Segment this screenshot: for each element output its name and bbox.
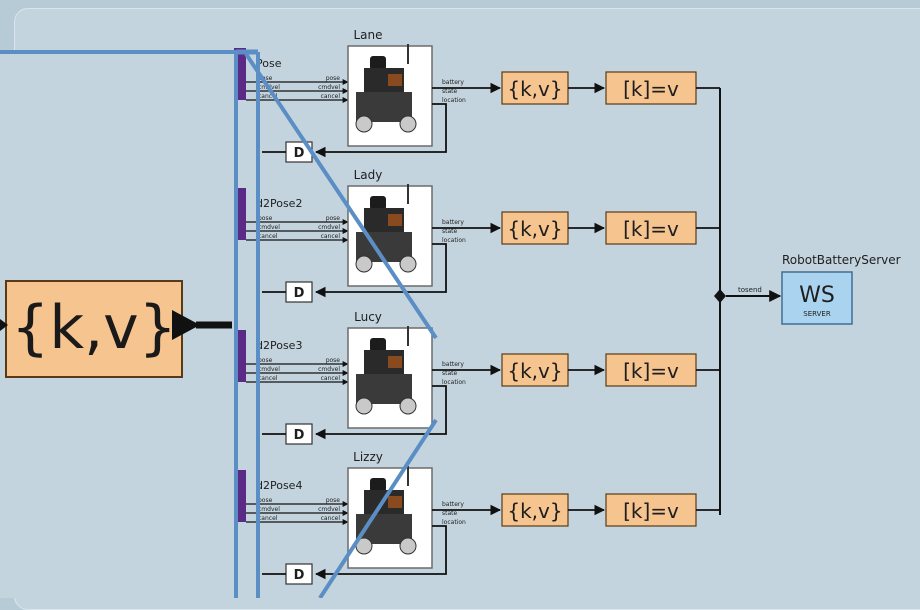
- pose-output-label: pose: [326, 75, 341, 82]
- robot-board: [388, 496, 402, 508]
- kv-label: {k,v}: [507, 77, 562, 101]
- pose-block-label: d2Pose3: [256, 339, 302, 352]
- junction-diamond: [714, 289, 726, 303]
- robot-row-lucy: d2Pose3 pose pose cmdvel cmdvel cancel cancel L…: [234, 310, 720, 444]
- output-port-label: location: [442, 97, 466, 104]
- kv-label: {k,v}: [507, 359, 562, 383]
- output-port-label: state: [442, 370, 458, 377]
- zoom-kv-label: {k,v}: [11, 293, 177, 363]
- input-port-label: cancel: [258, 375, 278, 382]
- output-port-label: state: [442, 88, 458, 95]
- pose-output-label: cancel: [321, 375, 341, 382]
- input-port-label: cancel: [258, 233, 278, 240]
- robot-row-lady: d2Pose2 pose pose cmdvel cmdvel cancel cancel L…: [234, 168, 720, 302]
- delay-label: D: [294, 286, 305, 301]
- server-main-label: WS: [799, 283, 835, 308]
- robot-wheel: [356, 398, 372, 414]
- robot-name-label: Lane: [353, 28, 382, 42]
- assign-label: [k]=v: [623, 499, 679, 523]
- pose-output-label: cmdvel: [318, 224, 340, 231]
- server-port-label: tosend: [738, 286, 762, 294]
- output-port-label: location: [442, 237, 466, 244]
- kv-label: {k,v}: [507, 217, 562, 241]
- assign-label: [k]=v: [623, 359, 679, 383]
- pose-output-label: cmdvel: [318, 84, 340, 91]
- assign-label: [k]=v: [623, 77, 679, 101]
- robot-battery-server-block[interactable]: RobotBatteryServer WS SERVER: [782, 253, 901, 324]
- pose-output-label: cancel: [321, 515, 341, 522]
- robot-name-label: Lucy: [354, 310, 382, 324]
- pose-output-label: cmdvel: [318, 506, 340, 513]
- output-bus: tosend: [714, 88, 780, 515]
- output-port-label: battery: [442, 501, 464, 508]
- input-port-label: pose: [258, 357, 273, 364]
- output-port-label: location: [442, 379, 466, 386]
- kv-label: {k,v}: [507, 499, 562, 523]
- input-port-label: cmdvel: [258, 224, 280, 231]
- delay-label: D: [294, 146, 305, 161]
- server-title: RobotBatteryServer: [782, 253, 901, 267]
- pose-output-label: cancel: [321, 233, 341, 240]
- robot-row-lizzy: d2Pose4 pose pose cmdvel cmdvel cancel cancel L…: [234, 450, 720, 584]
- input-port-label: cmdvel: [258, 366, 280, 373]
- output-port-label: state: [442, 228, 458, 235]
- assign-label: [k]=v: [623, 217, 679, 241]
- robot-name-label: Lady: [354, 168, 383, 182]
- pose-block-label: d2Pose4: [256, 479, 302, 492]
- server-sub-label: SERVER: [803, 310, 831, 318]
- delay-label: D: [294, 428, 305, 443]
- robot-wheel: [400, 116, 416, 132]
- input-port-label: cmdvel: [258, 506, 280, 513]
- robot-wheel: [400, 538, 416, 554]
- robot-wheel: [356, 116, 372, 132]
- pose-output-label: cancel: [321, 93, 341, 100]
- output-port-label: battery: [442, 219, 464, 226]
- robot-wheel: [356, 256, 372, 272]
- pose-output-label: pose: [326, 215, 341, 222]
- robot-board: [388, 356, 402, 368]
- output-port-label: state: [442, 510, 458, 517]
- robot-board: [388, 214, 402, 226]
- pose-block-label: d2Pose2: [256, 197, 302, 210]
- robot-sensor-head: [370, 338, 386, 352]
- output-port-label: location: [442, 519, 466, 526]
- pose-output-label: pose: [326, 497, 341, 504]
- robot-name-label: Lizzy: [353, 450, 383, 464]
- input-port-label: pose: [258, 497, 273, 504]
- pose-output-label: cmdvel: [318, 366, 340, 373]
- robot-sensor-head: [370, 196, 386, 210]
- delay-label: D: [294, 568, 305, 583]
- input-port-label: pose: [258, 215, 273, 222]
- robot-wheel: [400, 398, 416, 414]
- robot-sensor-head: [370, 56, 386, 70]
- robot-wheel: [400, 256, 416, 272]
- robot-board: [388, 74, 402, 86]
- pose-output-label: pose: [326, 357, 341, 364]
- output-port-label: battery: [442, 361, 464, 368]
- robot-sensor-head: [370, 478, 386, 492]
- input-port-label: cancel: [258, 515, 278, 522]
- output-port-label: battery: [442, 79, 464, 86]
